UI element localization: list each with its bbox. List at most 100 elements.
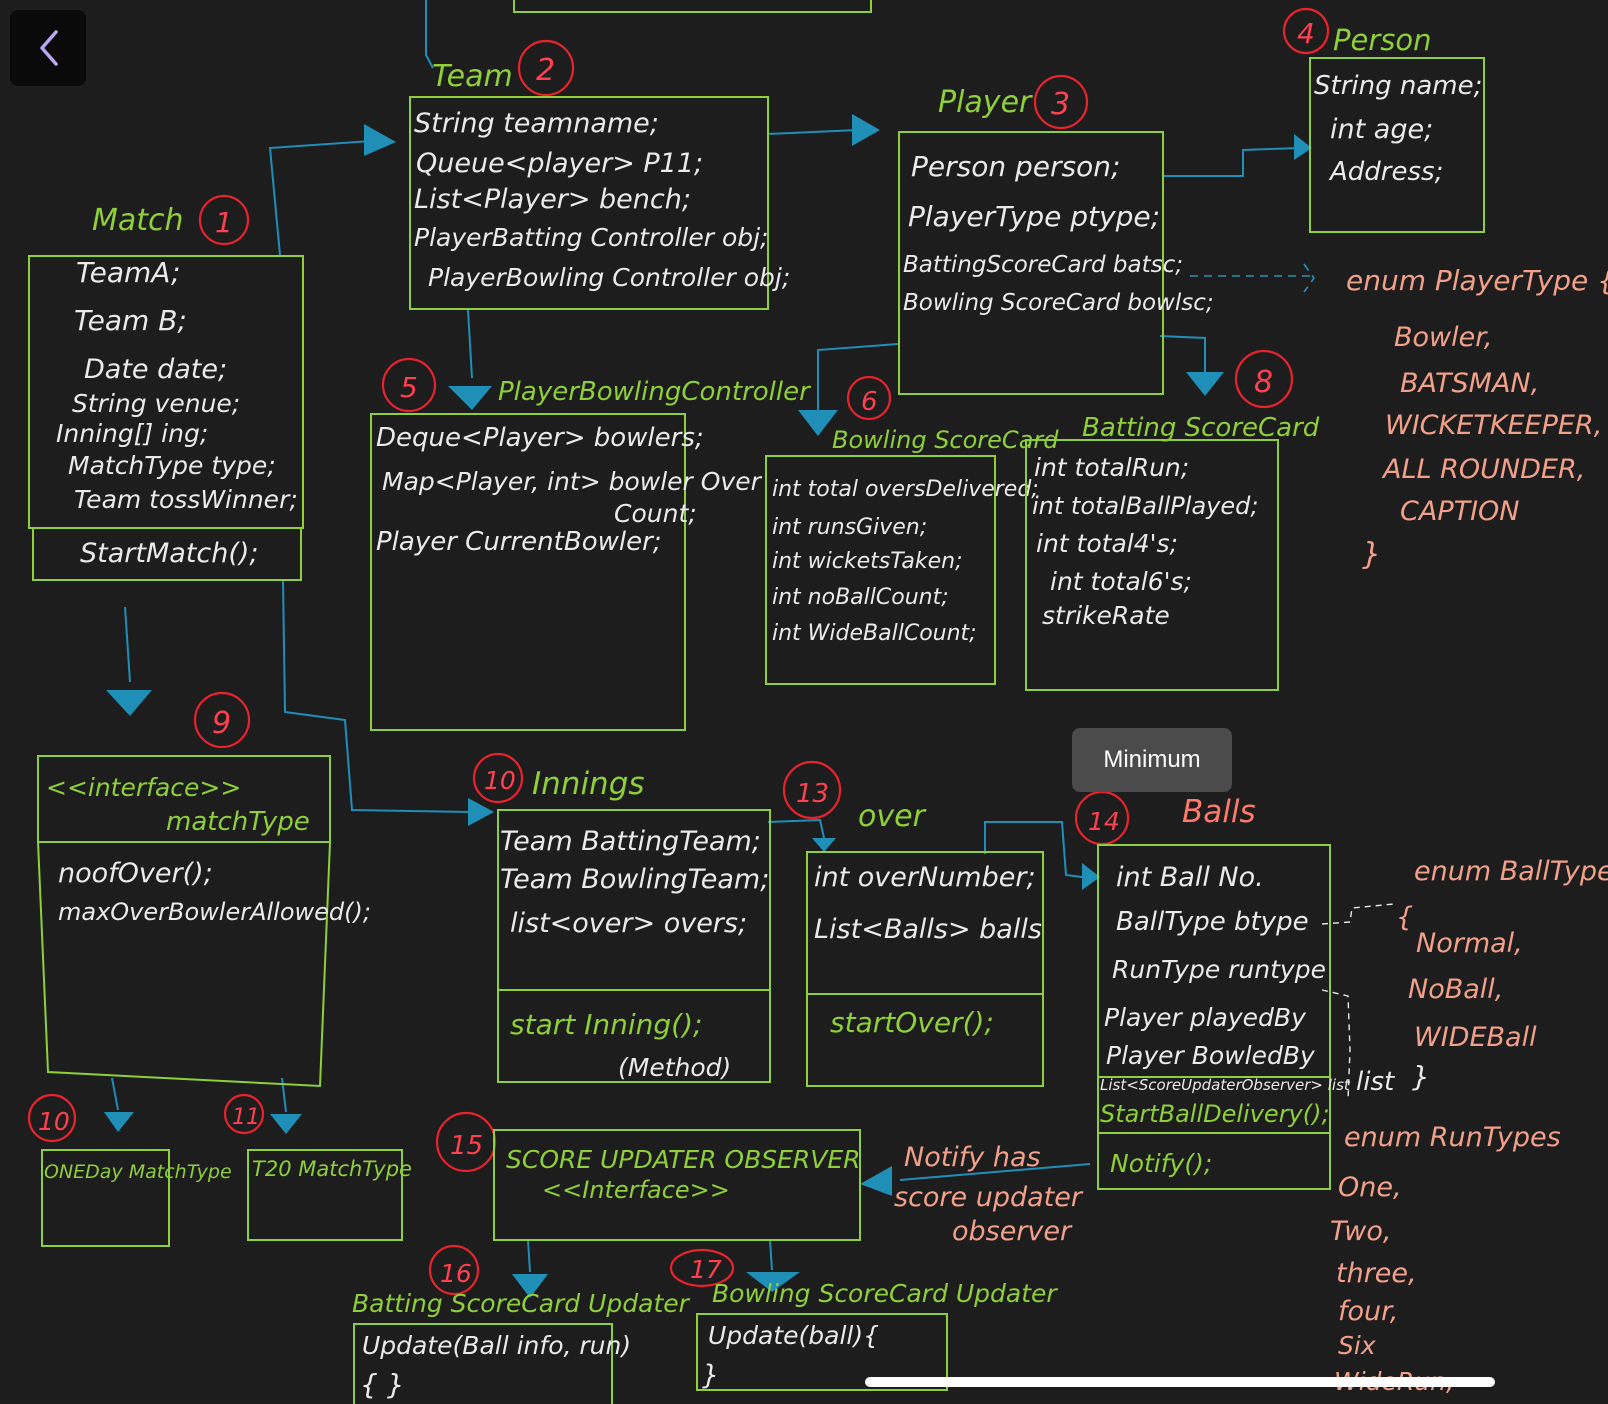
number-badge-13: [782, 760, 842, 820]
class-box-player: [898, 131, 1164, 395]
class-subtitle-observer: <<Interface>>: [542, 1176, 730, 1204]
class-title-team: Team: [432, 59, 513, 94]
class-box-observer: [493, 1129, 861, 1241]
field-person-2: Address;: [1328, 157, 1443, 187]
method-balls-notify: Notify();: [1110, 1149, 1212, 1178]
number-badge-5: [1234, 349, 1294, 409]
class-bowlingscorecard: 6 Bowling ScoreCard int total oversDeliv…: [765, 375, 1059, 685]
number-label-10: 10: [484, 766, 516, 795]
number-label-9: 9: [212, 706, 231, 741]
field-balls-4: Player BowledBy: [1106, 1041, 1316, 1070]
class-title-bowlingcontroller: PlayerBowlingController: [498, 377, 812, 407]
class-innings: 10 Innings Team BattingTeam; Team Bowlin…: [472, 752, 771, 1083]
arrowhead-player: [852, 114, 880, 146]
home-indicator-bar[interactable]: [865, 1377, 1495, 1387]
enum-balltype-value-0: Normal,: [1416, 928, 1523, 959]
class-bowlingcontroller: 5 PlayerBowlingController Deque<Player> …: [370, 357, 812, 731]
field-player-1: PlayerType ptype;: [908, 200, 1160, 233]
arrow-team-to-player: [767, 129, 859, 135]
field-bowlingcontroller-1: Map<Player, int> bowler Over: [382, 467, 763, 496]
number-label-t20: 11: [232, 1105, 260, 1130]
class-person: 4 Person String name; int age; Address;: [1282, 7, 1485, 233]
enum-playertype-value-1: BATSMAN,: [1400, 368, 1539, 399]
class-oneday-matchtype: 10 ONEDay MatchType: [27, 1093, 232, 1247]
enum-runtype-value-3: four,: [1338, 1296, 1398, 1327]
arrowhead-person: [1294, 134, 1312, 160]
number-badge-8: [381, 357, 437, 413]
number-label-8: 5: [400, 371, 418, 404]
arrowhead-batting-updater: [512, 1274, 548, 1298]
field-innings-2: list<over> overs;: [510, 908, 747, 939]
field-match-1: Team B;: [74, 304, 187, 337]
number-badge-oneday: [27, 1093, 77, 1143]
number-label-5: 8: [1254, 365, 1273, 400]
enum-playertype-value-2: WICKETKEEPER,: [1385, 410, 1602, 441]
enum-balltype-value-2: WIDEBall: [1414, 1022, 1537, 1053]
class-box-t20: [247, 1149, 403, 1241]
class-match: Match 1 TeamA; Team B; Date date; String…: [28, 194, 304, 581]
arrow-balls-to-observer: [899, 1163, 1091, 1181]
field-balls-5: List<ScoreUpdaterObserver> list: [1100, 1076, 1351, 1094]
class-player: Player 3 Person person; PlayerType ptype…: [898, 74, 1214, 395]
number-label-15: 15: [450, 1131, 483, 1161]
interface-stereotype-matchtype: <<interface>>: [46, 773, 241, 802]
enum-balltype-value-1: NoBall,: [1408, 974, 1503, 1005]
method-box-innings: [497, 989, 771, 1083]
arrow-matchtype-to-oneday: [111, 1077, 119, 1111]
note-notify-line-0: Notify has: [904, 1142, 1041, 1173]
interface-body-matchtype: [36, 841, 332, 1088]
field-bowlingscorecard-2: int wicketsTaken;: [772, 549, 962, 574]
class-bowling-updater: 17 Bowling ScoreCard Updater Update(ball…: [669, 1248, 1058, 1391]
field-battingscorecard-0: int totalRun;: [1034, 453, 1189, 482]
field-player-0: Person person;: [911, 150, 1120, 183]
number-badge-1: [198, 194, 250, 246]
arrowhead-bowling-updater: [746, 1272, 800, 1292]
method-batting-updater-braces: { }: [360, 1368, 405, 1401]
number-badge-6: [846, 375, 892, 421]
class-team: Team 2 String teamname; Queue<player> P1…: [409, 39, 790, 310]
offscreen-class-box: [513, 0, 872, 13]
field-match-3: String venue;: [72, 389, 240, 418]
enum-playertype: enum PlayerType { Bowler, BATSMAN, WICKE…: [1346, 264, 1608, 572]
field-match-6: Team tossWinner;: [74, 485, 298, 514]
arrow-player-to-person: [1163, 147, 1301, 177]
class-t20-matchtype: 11 T20 MatchType: [223, 1093, 412, 1241]
field-player-3: Bowling ScoreCard bowlsc;: [903, 290, 1214, 316]
enum-playertype-value-0: Bowler,: [1394, 322, 1492, 353]
class-box-person: [1309, 57, 1485, 233]
field-bowlingcontroller-0: Deque<Player> bowlers;: [376, 423, 704, 453]
arrow-match-to-innings: [282, 579, 471, 813]
number-label-oneday: 10: [38, 1107, 70, 1136]
field-team-2: List<Player> bench;: [414, 184, 691, 215]
enum-runtype-title: enum RunTypes: [1344, 1122, 1561, 1153]
arrowhead-oneday: [104, 1112, 134, 1132]
arrow-observer-to-batting-updater: [527, 1239, 531, 1273]
field-match-2: Date date;: [84, 354, 227, 385]
arrow-match-to-matchtype: [124, 606, 131, 683]
arrowhead-t20: [270, 1114, 302, 1134]
back-button[interactable]: [10, 10, 86, 86]
arrow-player-to-battingscorecard: [1159, 335, 1206, 372]
arrowhead-bowlingscorecard: [798, 410, 838, 436]
field-person-1: int age;: [1330, 114, 1433, 145]
method-box-over: [806, 993, 1044, 1087]
field-balls-3: Player playedBy: [1104, 1003, 1307, 1032]
class-title-t20: T20 MatchType: [252, 1157, 412, 1181]
field-battingscorecard-4: strikeRate: [1042, 601, 1170, 630]
number-badge-2: [517, 39, 575, 97]
number-label-3: 3: [1051, 87, 1070, 122]
enum-playertype-close: }: [1362, 537, 1381, 572]
class-box-bowlingcontroller: [370, 413, 686, 731]
arrowhead-observer: [860, 1166, 892, 1196]
class-title-player: Player: [938, 85, 1033, 120]
class-box-oneday: [41, 1149, 170, 1247]
number-badge-4: [1282, 7, 1330, 55]
note-innings-method: (Method): [618, 1053, 731, 1082]
dashed-link-runtype: [1321, 989, 1351, 1101]
class-title-match: Match: [92, 203, 184, 238]
class-box-bowling-updater: [696, 1313, 948, 1391]
class-balls: 14 Balls int Ball No. BallType btype Run…: [1074, 790, 1395, 1190]
field-match-0: TeamA;: [76, 256, 180, 289]
